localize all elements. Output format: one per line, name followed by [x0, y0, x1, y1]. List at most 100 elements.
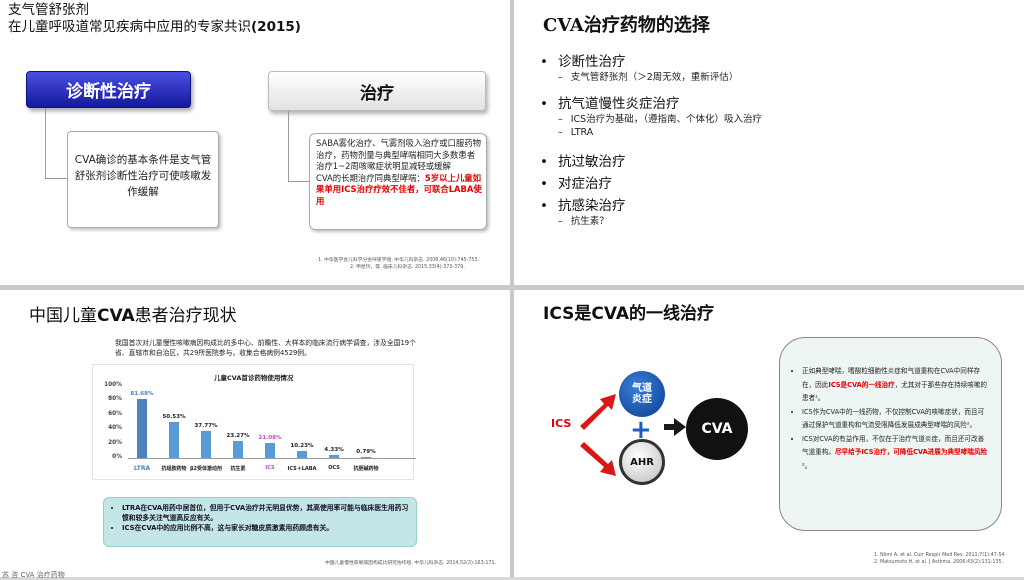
drug-list-subitem-label: ICS治疗为基础，（遵指南、个体化）吸入治疗	[570, 114, 762, 125]
bar-抗胆碱药物	[361, 457, 371, 458]
bar-抗生素	[233, 441, 243, 458]
bar-β2受体激动剂	[201, 430, 211, 458]
reference-2: 2. Matsumoto H, et al. J Asthma. 2006;43…	[874, 560, 1004, 565]
drug-list-item-label: 抗气道慢性炎症治疗	[557, 96, 680, 112]
drug-list-subitem-label: 支气管舒张剂（＞2周无效，重新评估）	[570, 72, 739, 83]
x-axis	[128, 458, 416, 459]
drug-list-item: • 对症治疗	[540, 172, 612, 192]
drug-list-item: • 抗气道慢性炎症治疗	[540, 92, 679, 112]
title-pre: 中国儿童	[29, 306, 97, 326]
bar-value-label: 23.27%	[226, 433, 250, 440]
evidence-normal-text: ICS作为CVA中的一线药物，不仅控制CVA的咳嗽症状，而且可通过保护气道重构和…	[802, 407, 985, 430]
treatment-highlight: 5岁以上儿童如果单用ICS治疗疗效不佳者，可联合LABA使用	[316, 172, 482, 206]
title-post: 患者治疗现状	[134, 306, 237, 326]
summary-item: LTRA在CVA用药中居首位，但用于CVA治疗并无明显优势，其高使用率可能与临床…	[122, 503, 410, 523]
connector-line	[45, 178, 67, 179]
evidence-item: 正如典型哮喘，嗜酸粒细胞性炎症和气道重构在CVA中同样存在，因此ICS是CVA的…	[802, 365, 989, 406]
drug-list-item-label: 对症治疗	[557, 176, 612, 192]
drug-list-subitem-label: LTRA	[570, 127, 594, 138]
slide3-title: 中国儿童CVA患者治疗现状	[29, 301, 237, 326]
footer-fragment: 苏 咨 CVA 治疗药物	[2, 571, 65, 579]
y-tick-label: 60%	[108, 410, 122, 417]
reference-1: 1. Niimi A, et al. Curr Respir Med Rev. …	[874, 553, 1005, 558]
arrow-right-icon	[664, 418, 686, 436]
title-line-2-year: (2015)	[251, 19, 301, 35]
connector-line	[288, 181, 309, 182]
arrows	[580, 394, 616, 476]
slide-1[interactable]: 支气管舒张剂 在儿童呼吸道常见疾病中应用的专家共识(2015) 诊断性治疗 治疗…	[0, 0, 510, 285]
slide1-title: 支气管舒张剂 在儿童呼吸道常见疾病中应用的专家共识(2015)	[8, 2, 301, 36]
airway-inflammation-circle: 气道炎症	[619, 371, 665, 417]
drug-list-subitem: –LTRA	[558, 127, 593, 138]
bullet-icon: •	[540, 54, 548, 70]
evidence-tail-text: ，尤其对于那些存在持续咳嗽的患者¹。	[802, 380, 988, 403]
plus-icon: +	[630, 415, 652, 445]
x-tick-label: ICS	[265, 465, 275, 471]
x-tick-label: 抗生素	[230, 466, 246, 472]
bar-value-label: 10.23%	[290, 442, 314, 449]
drug-list-item: •抗感染治疗	[540, 194, 625, 214]
evidence-item: ICS对CVA的有益作用，不仅在于治疗气道炎症，而且还可改善气道重构。尽早给予I…	[802, 433, 989, 474]
bar-value-label: 37.77%	[194, 422, 218, 429]
reference-1: 1. 中华医学会儿科学分会呼吸学组. 中华儿科杂志. 2008,46(10):7…	[318, 258, 480, 263]
summary-box: LTRA在CVA用药中居首位，但用于CVA治疗并无明显优势，其高使用率可能与临床…	[103, 497, 417, 547]
slide4-title: ICS是CVA的一线治疗	[543, 304, 714, 324]
y-tick-label: 20%	[108, 439, 122, 446]
bar-ICS	[265, 442, 275, 458]
ics-label: ICS	[551, 417, 572, 430]
references: 1. 中华医学会儿科学分会呼吸学组. 中华儿科杂志. 2008,46(10):7…	[318, 257, 479, 271]
survey-intro: 我国首次对儿童慢性咳嗽病因构成比的多中心、前瞻性、大样本的临床流行病学调查，涉及…	[115, 339, 416, 357]
diagnosis-box: CVA确诊的基本条件是支气管舒张剂诊断性治疗可使咳嗽发作缓解	[67, 131, 219, 228]
slide-3[interactable]: 中国儿童CVA患者治疗现状 我国首次对儿童慢性咳嗽病因构成比的多中心、前瞻性、大…	[0, 290, 510, 577]
x-tick-label: ICS＋LABA	[287, 466, 317, 472]
dash-icon: –	[558, 72, 563, 83]
connector-line	[288, 111, 289, 181]
connector-line	[45, 108, 46, 178]
slide2-title: CVA治疗药物的选择	[543, 15, 710, 36]
evidence-item: ICS作为CVA中的一线药物，不仅控制CVA的咳嗽症状，而且可通过保护气道重构和…	[802, 406, 989, 433]
x-tick-label: 抗胆碱药物	[353, 466, 379, 472]
chart-frame	[92, 364, 414, 480]
y-tick-label: 80%	[108, 396, 122, 403]
dash-icon: –	[558, 127, 563, 138]
drug-list-item: •诊断性治疗	[540, 50, 625, 70]
title-line-2-main: 在儿童呼吸道常见疾病中应用的专家共识	[8, 19, 251, 35]
evidence-tail-text: ²。	[802, 461, 812, 470]
title-line-2: 在儿童呼吸道常见疾病中应用的专家共识(2015)	[8, 19, 301, 36]
drug-list-subitem-label: 抗生素？	[570, 216, 609, 227]
evidence-normal-text: ICS对CVA的有益作用，不仅在于治疗气道炎症，而且还可改善气道重构。	[802, 434, 985, 457]
treatment-text: SABA雾化治疗、气雾剂吸入治疗或口服药物治疗，药物剂量与典型哮喘相同大多数患者…	[316, 138, 482, 183]
cva-circle: CVA	[686, 398, 748, 460]
drug-list-item-label: 抗感染治疗	[557, 198, 626, 214]
slide-2[interactable]: CVA治疗药物的选择 •诊断性治疗–支气管舒张剂（＞2周无效，重新评估）•抗气道…	[514, 0, 1024, 285]
drug-list-subitem: –ICS治疗为基础，（遵指南、个体化）吸入治疗	[558, 111, 762, 125]
evidence-red-text: ICS是CVA的一线治疗	[828, 380, 895, 389]
inflammation-label: 气道炎症	[632, 383, 652, 405]
slide-4[interactable]: ICS是CVA的一线治疗 ICS 气道炎症 + AHR CVA 正如典型哮喘，嗜…	[514, 290, 1024, 577]
y-tick-label: 40%	[108, 425, 122, 432]
y-tick-label: 100%	[104, 382, 122, 388]
bullet-icon: •	[540, 96, 548, 112]
bar-value-label: 81.68%	[130, 391, 154, 398]
bar-value-label: 4.33%	[324, 446, 344, 453]
x-tick-label: OCS	[328, 465, 340, 471]
bullet-icon: •	[540, 176, 548, 192]
summary-item: ICS在CVA中的应用比例不高，这与家长对糖皮质激素用药顾虑有关。	[122, 523, 410, 533]
arrow-up-icon	[580, 394, 616, 430]
drug-list-item: •抗过敏治疗	[540, 150, 625, 170]
evidence-normal-text: 正如典型哮喘，嗜酸粒细胞性炎症和气道重构在CVA中同样存在，因此	[802, 367, 981, 389]
y-tick-label: 0%	[112, 454, 122, 460]
bar-抗组胺药物	[169, 421, 179, 458]
bullet-icon: •	[540, 154, 548, 170]
treatment-button[interactable]: 治疗	[268, 71, 486, 111]
bar-OCS	[329, 454, 339, 458]
diagnostic-treatment-button[interactable]: 诊断性治疗	[26, 71, 191, 108]
drug-list-subitem: –抗生素？	[558, 213, 609, 227]
bar-value-label: 50.53%	[162, 413, 186, 420]
bar-value-label: 0.79%	[356, 449, 376, 456]
title-line-1: 支气管舒张剂	[8, 2, 89, 18]
evidence-red-text: 尽早给予ICS治疗，可降低CVA进展为典型哮喘风险	[834, 448, 988, 456]
reference-2: 2. 申昆玲，等. 临床儿科杂志. 2015,33(4):373-379.	[350, 265, 465, 270]
references: 1. Niimi A, et al. Curr Respir Med Rev. …	[874, 552, 1005, 566]
